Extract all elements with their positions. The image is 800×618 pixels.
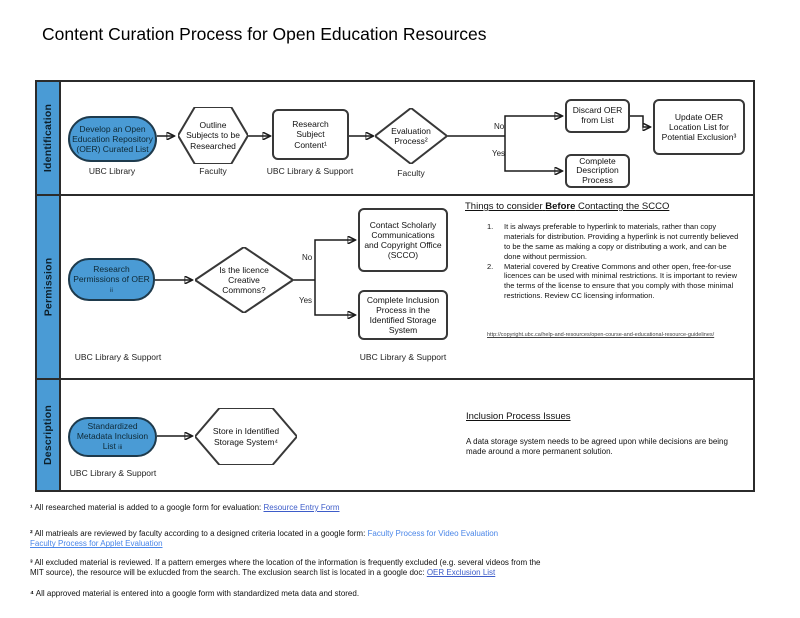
branch-label-no-2: No xyxy=(302,253,313,262)
branch-label-no: No xyxy=(494,122,505,131)
node-standardized-metadata: Standardized Metadata Inclusion List iii xyxy=(68,417,157,457)
node-complete-description: Complete Description Process xyxy=(565,154,630,188)
lane-label: Permission xyxy=(42,257,55,317)
caption-ubc-library-support-3: UBC Library & Support xyxy=(359,352,447,362)
caption-ubc-library-support-4: UBC Library & Support xyxy=(69,468,157,478)
footnote-marker: ³ xyxy=(30,558,33,567)
node-update-oer-location: Update OER Location List for Potential E… xyxy=(653,99,745,155)
node-text-suffix: ii xyxy=(110,287,113,294)
heading-text: Contacting the SCCO xyxy=(578,201,670,212)
lane-permission: Permission xyxy=(37,196,753,380)
scco-notes-heading: Things to consider Before Contacting the… xyxy=(465,201,669,212)
footnote-line: ² All matrieals are reviewed by faculty … xyxy=(30,529,770,539)
list-item: 1. It is always preferable to hyperlink … xyxy=(487,222,743,262)
swimlane-diagram: Identification Permission Description xyxy=(35,80,755,492)
resource-entry-form-link[interactable]: Resource Entry Form xyxy=(263,503,340,512)
footnote-line: ³ All excluded material is reviewed. If … xyxy=(30,558,770,568)
node-contact-scco: Contact Scholarly Communications and Cop… xyxy=(358,208,448,272)
node-text: Research Permissions of OER xyxy=(73,263,150,284)
footnote-text: All researched material is added to a go… xyxy=(34,503,262,512)
footnote-3: ³ All excluded material is reviewed. If … xyxy=(30,558,770,579)
footnote-marker: ¹ xyxy=(30,503,33,512)
lane-header-identification: Identification xyxy=(37,82,61,194)
footnote-text: All matrieals are reviewed by faculty ac… xyxy=(34,529,366,538)
inclusion-issues-body: A data storage system needs to be agreed… xyxy=(466,437,728,457)
lane-label: Identification xyxy=(42,103,55,173)
hexagon-shape xyxy=(195,408,297,465)
hexagon-shape xyxy=(178,107,248,164)
node-evaluation-process-diamond: Evaluation Process² xyxy=(375,108,447,164)
list-text: Material covered by Creative Commons and… xyxy=(504,261,738,301)
footnote-line: Faculty Process for Applet Evaluation xyxy=(30,539,770,549)
node-research-subject-content: Research Subject Content¹ xyxy=(272,109,349,160)
lane-header-permission: Permission xyxy=(37,196,61,378)
footnote-1: ¹ All researched material is added to a … xyxy=(30,503,770,513)
heading-text: Things to consider xyxy=(465,201,543,212)
heading-bold-text: Before xyxy=(545,201,576,212)
lane-header-description: Description xyxy=(37,380,61,490)
scco-notes-list: 1. It is always preferable to hyperlink … xyxy=(487,222,743,301)
diamond-shape xyxy=(375,108,447,164)
caption-ubc-library-support: UBC Library & Support xyxy=(266,166,354,176)
node-discard-oer: Discard OER from List xyxy=(565,99,630,133)
lane-identification: Identification xyxy=(37,82,753,196)
node-research-permissions: Research Permissions of OER ii xyxy=(68,258,155,301)
lane-description: Description xyxy=(37,380,753,490)
footnote-4: ⁴ All approved material is entered into … xyxy=(30,589,770,599)
branch-label-yes-2: Yes xyxy=(299,296,313,305)
node-licence-question-diamond: Is the licence Creative Commons? xyxy=(195,247,293,313)
footnote-marker: ² xyxy=(30,529,33,538)
list-text: It is always preferable to hyperlink to … xyxy=(504,222,739,261)
footnote-text: All excluded material is reviewed. If a … xyxy=(34,558,541,567)
applet-evaluation-link[interactable]: Faculty Process for Applet Evaluation xyxy=(30,539,163,549)
page-title: Content Curation Process for Open Educat… xyxy=(42,24,487,44)
branch-label-yes: Yes xyxy=(492,149,506,158)
inclusion-issues-heading: Inclusion Process Issues xyxy=(466,411,571,422)
caption-ubc-library: UBC Library xyxy=(88,166,136,176)
node-text: Standardized Metadata Inclusion List xyxy=(76,421,149,452)
lane-label: Description xyxy=(42,405,54,465)
node-store-system-hexagon: Store in Identified Storage System⁴ xyxy=(195,408,297,465)
list-item: 2. Material covered by Creative Commons … xyxy=(487,262,743,302)
video-evaluation-link[interactable]: Faculty Process for Video Evaluation xyxy=(367,529,499,538)
footnote-2: ² All matrieals are reviewed by faculty … xyxy=(30,529,770,550)
node-outline-subjects-hexagon: Outline Subjects to be Researched xyxy=(178,107,248,164)
node-complete-inclusion: Complete Inclusion Process in the Identi… xyxy=(358,290,448,340)
list-number: 1. xyxy=(487,222,494,231)
copyright-guidelines-link[interactable]: http://copyright.ubc.ca/help-and-resourc… xyxy=(487,332,715,338)
node-develop-oer-list: Develop an Open Education Repository (OE… xyxy=(68,116,157,162)
diamond-shape xyxy=(195,247,293,313)
node-text-suffix: iii xyxy=(118,445,123,452)
footnote-line: MIT source), the resource will be exlucd… xyxy=(30,568,770,578)
oer-exclusion-list-link[interactable]: OER Exclusion List xyxy=(426,568,496,578)
caption-faculty: Faculty xyxy=(199,166,227,176)
footnote-text: All approved material is entered into a … xyxy=(35,589,360,598)
footnote-marker: ⁴ xyxy=(30,589,34,598)
list-number: 2. xyxy=(487,261,494,271)
caption-ubc-library-support-2: UBC Library & Support xyxy=(74,352,162,362)
footnote-text: MIT source), the resource will be exlucd… xyxy=(30,568,425,578)
caption-faculty-2: Faculty xyxy=(397,168,425,178)
